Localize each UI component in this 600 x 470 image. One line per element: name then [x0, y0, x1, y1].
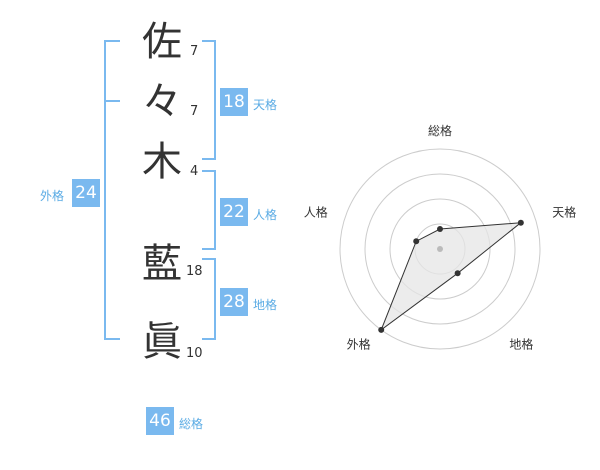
radar-point-5 [413, 238, 420, 245]
jinkaku-bracket [202, 170, 216, 250]
soukaku-badge: 46 [146, 407, 174, 435]
tenkaku-label: 天格 [253, 98, 278, 112]
radar-ring-4 [339, 148, 541, 350]
radar-axis-label-3: 地格 [509, 337, 533, 352]
radar-point-1 [437, 226, 443, 232]
name-char-4: 藍 [142, 241, 182, 287]
radar-axis-label-4: 外格 [347, 337, 371, 352]
jinkaku-badge: 22 [220, 198, 248, 226]
name-char-1: 佐 [142, 19, 182, 65]
tenkaku-bracket [202, 40, 216, 160]
radar-point-2 [517, 219, 524, 226]
radar-point-3 [454, 270, 461, 277]
radar-axis-label-5: 人格 [304, 205, 328, 220]
chikaku-label: 地格 [253, 298, 278, 312]
stroke-count-2: 7 [190, 104, 199, 119]
radar-point-4 [378, 326, 385, 333]
stroke-count-4: 18 [186, 264, 203, 279]
gaikaku-badge: 24 [72, 179, 100, 207]
jinkaku-label: 人格 [253, 208, 278, 222]
radar-axis-label-1: 総格 [428, 123, 452, 138]
radar-ring-2 [389, 198, 491, 300]
radar-axis-label-2: 天格 [552, 205, 576, 220]
soukaku-label: 総格 [179, 417, 204, 431]
stroke-count-3: 4 [190, 164, 199, 179]
radar-ring-3 [364, 173, 516, 325]
stroke-count-5: 10 [186, 346, 203, 361]
radar-center [437, 246, 443, 252]
name-char-5: 眞 [142, 319, 182, 365]
radar-area [380, 222, 523, 332]
stroke-count-1: 7 [190, 44, 199, 59]
tenkaku-badge: 18 [220, 88, 248, 116]
chikaku-bracket [202, 258, 216, 340]
name-char-3: 木 [142, 139, 182, 185]
name-char-2: 々 [142, 79, 182, 125]
gaikaku-bracket-tick [104, 100, 120, 102]
chikaku-badge: 28 [220, 288, 248, 316]
gaikaku-bracket [104, 40, 120, 340]
gaikaku-label: 外格 [40, 189, 65, 203]
